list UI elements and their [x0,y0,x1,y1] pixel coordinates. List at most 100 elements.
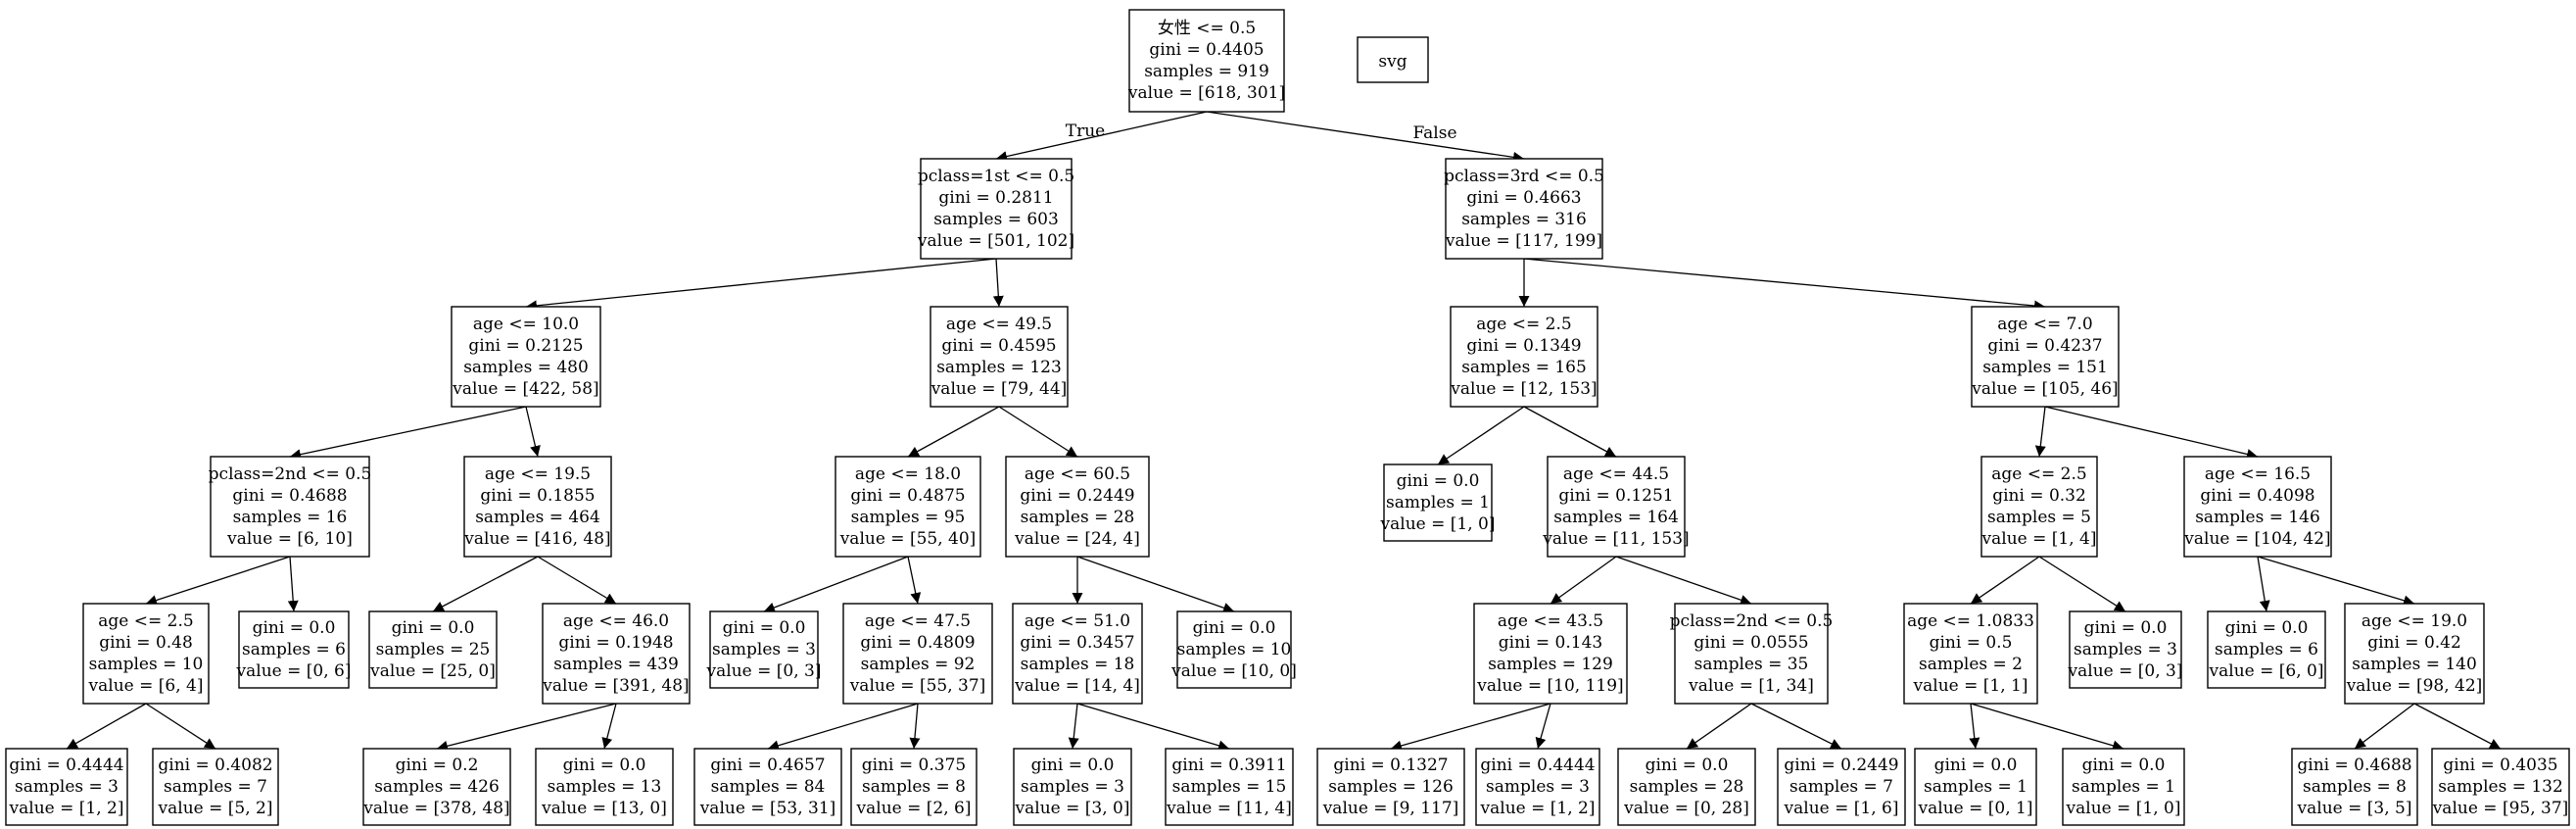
node-line: age <= 19.0 [2361,611,2467,631]
node-line: gini = 0.2811 [938,188,1053,208]
node-line: samples = 6 [2215,640,2318,659]
node-line: samples = 480 [463,358,589,377]
node-line: gini = 0.0 [1193,618,1276,638]
edge-n21-n35 [1068,703,1079,750]
node-line: value = [1, 0] [1380,514,1496,534]
node-line: gini = 0.5 [1930,633,2013,653]
node-box [463,456,612,558]
edge-n28-n43 [2354,703,2415,750]
node-box [2183,456,2332,558]
node-line: value = [79, 44] [930,379,1068,399]
node-line: gini = 0.3911 [1171,756,1286,775]
node-line: gini = 0.375 [862,756,966,775]
node-line: age <= 18.0 [855,464,961,484]
node-line: samples = 426 [374,777,500,797]
node-box [2062,748,2185,826]
node-line: gini = 0.42 [2367,633,2461,653]
edge-n13-n25 [1970,556,2040,605]
node-line: value = [6, 10] [226,529,353,549]
node-box [930,306,1069,408]
node-line: gini = 0.0555 [1693,633,1808,653]
node-box [535,748,674,826]
node-box [2069,610,2182,689]
node-line: samples = 165 [1461,358,1587,377]
svg-export-button[interactable]: svg [1357,36,1429,83]
node-line: value = [0, 6] [236,661,352,681]
node-line: samples = 146 [2195,508,2320,527]
node-line: gini = 0.4595 [941,336,1056,356]
node-box [1176,610,1292,689]
node-line: age <= 2.5 [98,611,193,631]
node-line: value = [9, 117] [1322,799,1459,818]
node-box [1971,306,2120,408]
edge-n5-n11 [1437,406,1525,465]
node-box [2207,610,2326,689]
node-box [152,748,279,826]
node-line: value = [12, 153] [1450,379,1597,399]
node-line: value = [11, 153] [1542,529,1689,549]
node-line: samples = 6 [242,640,346,659]
node-line: age <= 16.5 [2205,464,2311,484]
edge-n24-n39 [1686,703,1752,750]
edge-n4-n9 [907,406,1000,458]
node-line: samples = 10 [89,655,204,674]
node-line: gini = 0.0 [1397,471,1480,491]
node-line: value = [5, 2] [158,799,273,818]
edge-n24-n40 [1750,703,1842,750]
svg-button-label[interactable]: svg [1378,52,1407,72]
node-line: gini = 0.2449 [1020,486,1134,506]
node-line: value = [13, 0] [541,799,667,818]
node-line: samples = 25 [376,640,491,659]
node-line: age <= 1.0833 [1907,611,2034,631]
node-line: pclass=1st <= 0.5 [918,167,1074,186]
node-line: samples = 464 [475,508,600,527]
node-line: gini = 0.0 [392,618,475,638]
node-line: value = [3, 5] [2297,799,2412,818]
node-line: samples = 1 [1924,777,2027,797]
node-line: value = [1, 34] [1688,676,1814,696]
node-line: gini = 0.4098 [2200,486,2314,506]
node-line: samples = 28 [1630,777,1744,797]
node-line: gini = 0.4082 [158,756,272,775]
edge-n1-n3 [525,258,997,312]
svg-button-frame[interactable] [1357,36,1429,83]
edge-n1-n4 [992,258,1004,308]
node-line: gini = 0.4809 [860,633,975,653]
node-box [1980,456,2098,558]
edge-n20-n34 [909,703,921,750]
node-line: samples = 18 [1021,655,1135,674]
node-line: value = [422, 58] [452,379,598,399]
edge-n9-n19 [763,556,909,613]
edge-n10-n22 [1076,556,1235,613]
node-line: gini = 0.4035 [2443,756,2557,775]
node-line: value = [416, 48] [463,529,610,549]
node-line: gini = 0.0 [2084,618,2168,638]
node-line: gini = 0.4875 [850,486,965,506]
node-line: samples = 151 [1982,358,2108,377]
node-line: samples = 1 [2072,777,2175,797]
node-line: age <= 19.5 [485,464,591,484]
node-line: gini = 0.3457 [1020,633,1134,653]
node-box [1674,603,1829,705]
node-box [1475,748,1600,826]
node-line: value = [1, 0] [2066,799,2181,818]
node-line: gini = 0.0 [253,618,336,638]
node-line: gini = 0.0 [1934,756,2018,775]
node-line: gini = 0.4405 [1149,40,1264,60]
